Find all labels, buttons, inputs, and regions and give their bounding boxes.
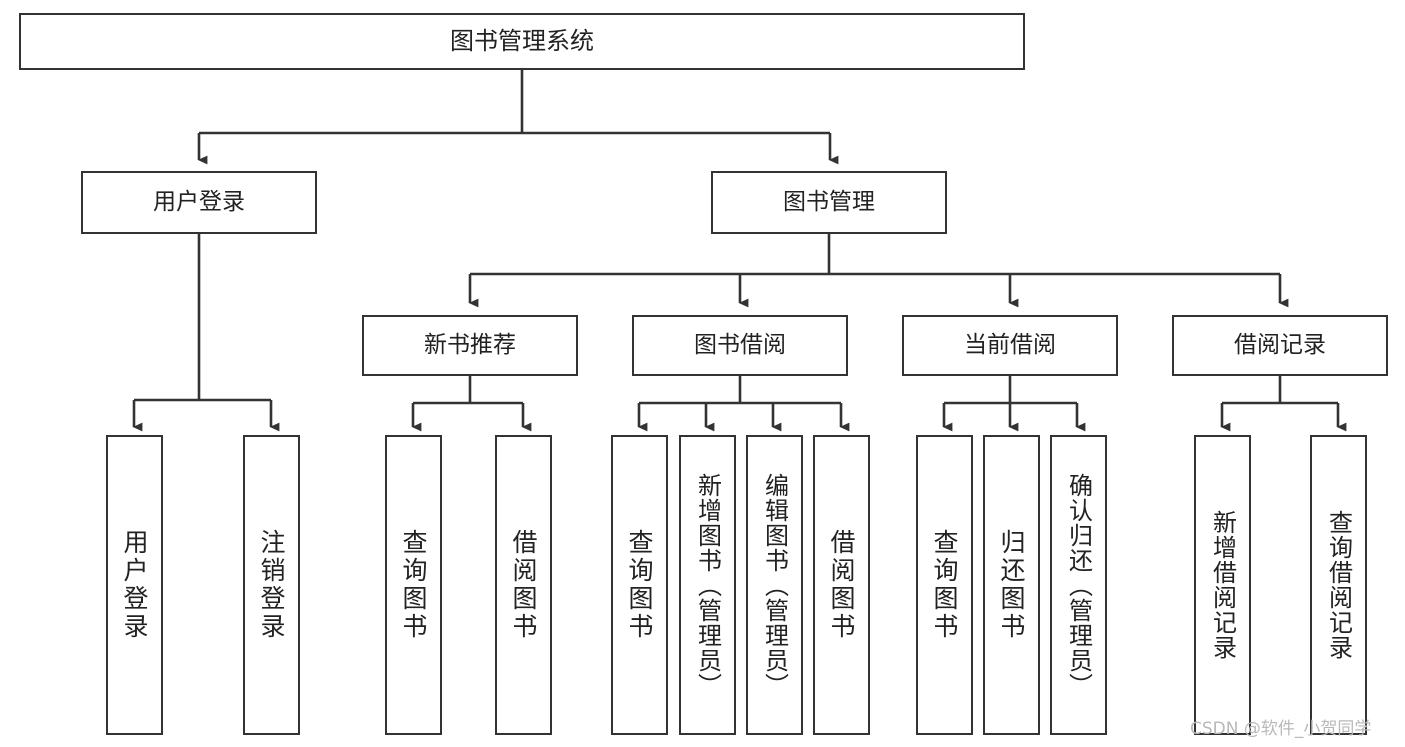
node-leaf-edit-book[interactable]: 编辑图书（管理员）: [746, 435, 803, 735]
node-leaf-add-record[interactable]: 新增借阅记录: [1194, 435, 1251, 735]
node-label: 图书管理: [783, 188, 875, 215]
node-leaf-query-book-1[interactable]: 查询图书: [385, 435, 442, 735]
node-label: 归还图书: [997, 529, 1026, 641]
node-label: 查询借阅记录: [1324, 510, 1353, 660]
node-leaf-borrow-book-2[interactable]: 借阅图书: [813, 435, 870, 735]
node-label: 图书管理系统: [450, 27, 594, 56]
node-new-book-recommend[interactable]: 新书推荐: [362, 315, 578, 376]
node-leaf-user-login[interactable]: 用户登录: [106, 435, 163, 735]
node-book-management[interactable]: 图书管理: [711, 171, 947, 234]
node-label: 用户登录: [153, 188, 245, 215]
node-label: 当前借阅: [964, 331, 1056, 358]
node-label: 借阅记录: [1234, 331, 1326, 358]
node-user-login[interactable]: 用户登录: [81, 171, 317, 234]
node-label: 借阅图书: [827, 529, 856, 641]
csdn-watermark: CSDN @软件_小贺同学: [1190, 719, 1372, 739]
node-leaf-add-book[interactable]: 新增图书（管理员）: [679, 435, 736, 735]
node-label: 查询图书: [625, 529, 654, 641]
node-borrow-record[interactable]: 借阅记录: [1172, 315, 1388, 376]
node-label: 查询图书: [399, 529, 428, 641]
node-current-borrow[interactable]: 当前借阅: [902, 315, 1118, 376]
node-leaf-query-record[interactable]: 查询借阅记录: [1310, 435, 1367, 735]
node-label: 新书推荐: [424, 331, 516, 358]
node-leaf-logout-login[interactable]: 注销登录: [243, 435, 300, 735]
node-label: 编辑图书（管理员）: [760, 472, 789, 698]
node-label: 注销登录: [257, 529, 286, 641]
node-label: 确认归还（管理员）: [1064, 472, 1093, 698]
node-label: 图书借阅: [694, 331, 786, 358]
node-book-borrow[interactable]: 图书借阅: [632, 315, 848, 376]
node-label: 借阅图书: [509, 529, 538, 641]
node-label: 查询图书: [930, 529, 959, 641]
node-leaf-query-book-3[interactable]: 查询图书: [916, 435, 973, 735]
node-leaf-return-book[interactable]: 归还图书: [983, 435, 1040, 735]
node-root-system[interactable]: 图书管理系统: [19, 13, 1025, 70]
node-label: 用户登录: [120, 529, 149, 641]
node-label: 新增图书（管理员）: [693, 472, 722, 698]
node-leaf-query-book-2[interactable]: 查询图书: [611, 435, 668, 735]
node-leaf-borrow-book-1[interactable]: 借阅图书: [495, 435, 552, 735]
node-leaf-confirm-return[interactable]: 确认归还（管理员）: [1050, 435, 1107, 735]
node-label: 新增借阅记录: [1208, 510, 1237, 660]
